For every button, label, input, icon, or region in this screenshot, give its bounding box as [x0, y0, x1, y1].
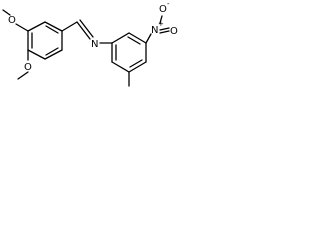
nitro-o-side-bond — [159, 27, 170, 31]
ring-right-inner-bond — [129, 59, 143, 68]
methoxy-top-bond — [15, 23, 29, 32]
ring-right-bond — [111, 32, 130, 44]
methoxy-top-methyl — [2, 9, 11, 16]
imine-bond-double — [79, 19, 94, 38]
imine-bond — [76, 21, 91, 40]
nitrogen-nitro-label: N — [151, 25, 158, 36]
ring-left-inner-bond — [45, 47, 59, 56]
ring-right-bond — [128, 61, 147, 73]
oxygen-methoxy-top-label: O — [8, 15, 16, 26]
oxygen-nitro-side-label: O — [170, 26, 178, 37]
nitrogen-imine-label: N — [91, 39, 98, 50]
nitro-o-top-bond — [159, 15, 163, 24]
ring-right-inner-bond — [127, 36, 141, 45]
oxygen-nitro-top-charge: - — [167, 0, 170, 8]
oxygen-methoxy-bottom-label: O — [24, 62, 32, 73]
methoxy-bottom-methyl — [17, 71, 29, 80]
ring-right-bond — [128, 32, 147, 44]
ring-left-bond — [44, 49, 63, 60]
ring-left-bond — [44, 21, 63, 32]
ring-right-bond — [111, 61, 130, 73]
benzylic-bond — [61, 21, 78, 32]
structure-drawing: O O N N + O - O — [2, 0, 178, 87]
nitrogen-nitro-charge: + — [158, 20, 164, 28]
nitro-bond — [145, 33, 152, 44]
oxygen-nitro-top-label: O — [159, 4, 167, 15]
nitro-o-side-bond-double — [159, 30, 170, 34]
ring-left-inner-bond — [45, 25, 59, 34]
ring-left-bond — [27, 49, 46, 60]
ring-left-bond — [27, 21, 46, 32]
